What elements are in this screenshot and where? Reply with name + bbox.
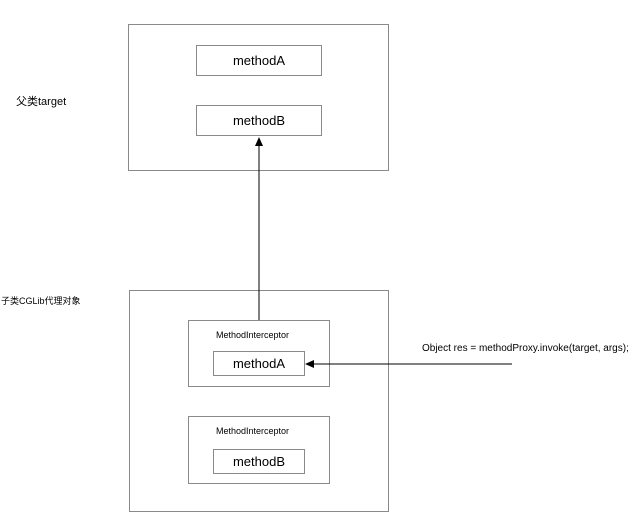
child-method-a-box: methodA (213, 351, 305, 376)
parent-class-label: 父类target (16, 96, 67, 108)
interceptor-a-title: MethodInterceptor (216, 330, 290, 340)
interceptor-to-parent-arrow (255, 137, 263, 320)
child-proxy-label: 子类CGLib代理对象 (1, 296, 81, 306)
child-method-b-box: methodB (213, 449, 305, 474)
parent-method-b-box: methodB (196, 105, 322, 136)
invoke-to-method-a-arrow (305, 360, 512, 368)
invoke-annotation: Object res = methodProxy.invoke(target, … (422, 343, 629, 354)
interceptor-b-title: MethodInterceptor (216, 426, 290, 436)
parent-method-a-box: methodA (196, 45, 322, 76)
